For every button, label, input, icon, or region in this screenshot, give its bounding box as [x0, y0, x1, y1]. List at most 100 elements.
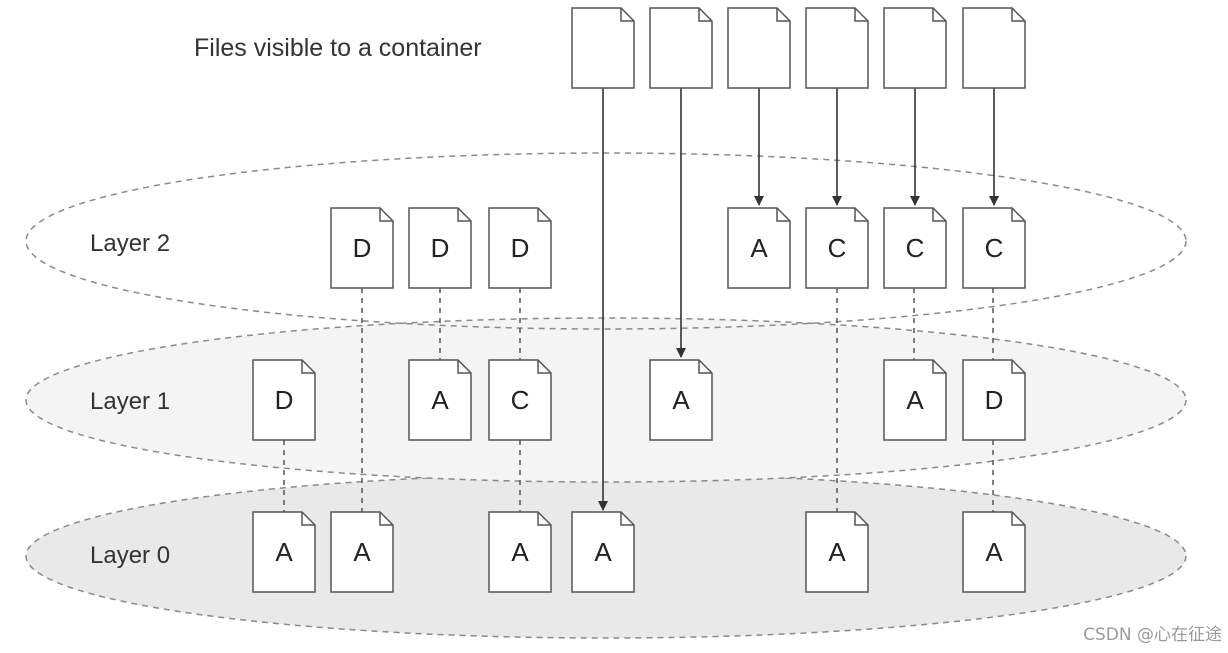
page-fold-icon	[301, 360, 315, 374]
layer-0-file: A	[962, 511, 1026, 593]
layer-2-file: D	[488, 207, 552, 289]
document-icon	[252, 511, 316, 593]
layer-1-file: A	[408, 359, 472, 441]
page-fold-icon	[379, 208, 393, 222]
page-fold-icon	[537, 512, 551, 526]
page-fold-icon	[457, 208, 471, 222]
diagram-title: Files visible to a container	[194, 34, 482, 62]
page-fold-icon	[620, 512, 634, 526]
layer-1-file: A	[649, 359, 713, 441]
document-icon	[488, 511, 552, 593]
layer-2-label: Layer 2	[90, 230, 170, 257]
document-icon	[649, 7, 713, 89]
watermark: CSDN @心在征途	[1083, 625, 1222, 645]
page-fold-icon	[537, 360, 551, 374]
layer-0-file: A	[571, 511, 635, 593]
layer-0-label: Layer 0	[90, 542, 170, 569]
document-letter: A	[594, 537, 612, 567]
document-icon	[408, 207, 472, 289]
document-letter: D	[275, 385, 294, 415]
page-fold-icon	[1011, 512, 1025, 526]
document-icon	[727, 207, 791, 289]
document-icon	[962, 359, 1026, 441]
document-icon	[727, 7, 791, 89]
document-icon	[488, 207, 552, 289]
layer-2-ellipse	[25, 152, 1187, 330]
page-fold-icon	[301, 512, 315, 526]
document-icon	[805, 511, 869, 593]
page-fold-icon	[776, 8, 790, 22]
layer-2-file: C	[805, 207, 869, 289]
page-fold-icon	[854, 512, 868, 526]
document-icon	[883, 359, 947, 441]
page-fold-icon	[620, 8, 634, 22]
document-letter: C	[511, 385, 530, 415]
page-fold-icon	[1011, 208, 1025, 222]
document-letter: A	[828, 537, 846, 567]
document-icon	[408, 359, 472, 441]
page-fold-icon	[854, 8, 868, 22]
document-icon	[330, 511, 394, 593]
document-letter: C	[985, 233, 1004, 263]
layer-0-file: A	[488, 511, 552, 593]
document-letter: A	[353, 537, 371, 567]
layer-2-file: C	[883, 207, 947, 289]
document-icon	[330, 207, 394, 289]
page-fold-icon	[1011, 360, 1025, 374]
page-fold-icon	[698, 8, 712, 22]
page-fold-icon	[457, 360, 471, 374]
visible-file	[883, 7, 947, 89]
visible-file	[727, 7, 791, 89]
document-letter: A	[906, 385, 924, 415]
page-fold-icon	[379, 512, 393, 526]
document-icon	[488, 359, 552, 441]
layer-1-file: D	[962, 359, 1026, 441]
page-fold-icon	[932, 208, 946, 222]
layer-2-file: A	[727, 207, 791, 289]
document-letter: A	[672, 385, 690, 415]
page-fold-icon	[932, 8, 946, 22]
document-icon	[962, 511, 1026, 593]
visible-file	[571, 7, 635, 89]
page-fold-icon	[776, 208, 790, 222]
document-icon	[962, 7, 1026, 89]
document-icon	[805, 207, 869, 289]
document-icon	[962, 207, 1026, 289]
page-fold-icon	[537, 208, 551, 222]
layer-0-file: A	[330, 511, 394, 593]
document-icon	[883, 207, 947, 289]
layer-1-file: D	[252, 359, 316, 441]
layer-1-label: Layer 1	[90, 388, 170, 415]
document-icon	[805, 7, 869, 89]
document-letter: C	[828, 233, 847, 263]
page-fold-icon	[854, 208, 868, 222]
document-icon	[649, 359, 713, 441]
layer-0-file: A	[805, 511, 869, 593]
visible-file	[805, 7, 869, 89]
layer-1-file: A	[883, 359, 947, 441]
visible-file	[962, 7, 1026, 89]
layer-2-file: C	[962, 207, 1026, 289]
document-letter: A	[750, 233, 768, 263]
layer-1-ellipse	[25, 317, 1187, 483]
document-letter: A	[985, 537, 1003, 567]
document-letter: D	[985, 385, 1004, 415]
layer-1-file: C	[488, 359, 552, 441]
document-letter: C	[906, 233, 925, 263]
layer-2-file: D	[408, 207, 472, 289]
page-fold-icon	[932, 360, 946, 374]
document-icon	[571, 511, 635, 593]
documents: D D D A C C C D A C A A D A A A A A A	[252, 7, 1026, 593]
visible-file	[649, 7, 713, 89]
layer-2-file: D	[330, 207, 394, 289]
document-letter: D	[353, 233, 372, 263]
document-letter: A	[431, 385, 449, 415]
document-icon	[571, 7, 635, 89]
page-fold-icon	[1011, 8, 1025, 22]
document-icon	[883, 7, 947, 89]
document-letter: D	[431, 233, 450, 263]
document-icon	[252, 359, 316, 441]
document-letter: A	[275, 537, 293, 567]
visibility-arrows	[598, 88, 999, 511]
